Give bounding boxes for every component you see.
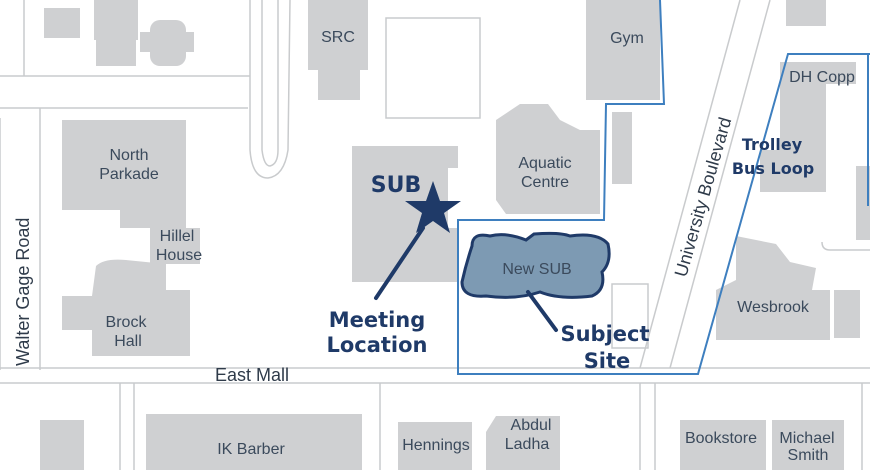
label-hall: Hall: [114, 333, 142, 350]
new-sub-highlight: [460, 231, 611, 299]
open-field: [385, 17, 481, 119]
label-parkade: Parkade: [99, 166, 159, 183]
callout-site: Site: [584, 349, 631, 373]
building-dh-copp: [760, 62, 856, 192]
building-aquatic-centre: [496, 104, 600, 214]
building-wesbrook: [716, 236, 830, 340]
building-src: [308, 0, 368, 100]
building-outline: [611, 283, 649, 349]
building-bookstore: [680, 420, 766, 470]
label-ladha: Ladha: [505, 436, 550, 453]
meeting-leader-line: [374, 226, 425, 300]
callout-subject: Subject: [560, 322, 649, 346]
building-michael-smith: [772, 420, 844, 470]
building: [96, 40, 136, 66]
label-gym: Gym: [610, 30, 644, 47]
building-brock-hall: [62, 259, 190, 356]
building-hillel-house: [150, 228, 200, 264]
road-edge: [639, 0, 741, 369]
label-bookstore: Bookstore: [685, 430, 757, 447]
label-ik-barber: IK Barber: [217, 441, 285, 458]
label-abdul: Abdul: [511, 417, 552, 434]
road-label-east-mall: East Mall: [215, 365, 289, 385]
label-north: North: [109, 147, 148, 164]
building-hennings: [398, 422, 472, 470]
road-edge: [821, 241, 831, 251]
building: [94, 0, 138, 40]
callout-location: Location: [326, 333, 427, 357]
star-icon: [405, 181, 461, 233]
subject-leader-line: [526, 290, 558, 332]
label-dh-copp: DH Copp: [789, 69, 855, 86]
building: [612, 112, 632, 184]
building: [44, 8, 80, 38]
label-brock: Brock: [106, 314, 148, 331]
building: [40, 420, 84, 470]
callout-sub: SUB: [371, 173, 421, 198]
label-smith: Smith: [788, 447, 829, 464]
label-michael: Michael: [779, 430, 834, 447]
building-north-parkade: [62, 120, 186, 228]
label-wesbrook: Wesbrook: [737, 299, 810, 316]
label-aquatic: Aquatic: [518, 155, 571, 172]
label-hennings: Hennings: [402, 437, 470, 454]
building-ik-barber: [146, 414, 362, 470]
building: [834, 290, 860, 338]
buildings: [40, 0, 870, 470]
road-edge: [669, 0, 771, 369]
road-edge: [249, 0, 291, 179]
building: [856, 166, 870, 240]
building: [786, 0, 826, 26]
label-centre: Centre: [521, 174, 569, 191]
building-abdul-ladha: [486, 416, 560, 470]
label-house: House: [156, 247, 202, 264]
callout-meeting: Meeting: [329, 308, 426, 332]
road-edge: [261, 0, 279, 167]
label-src: SRC: [321, 29, 355, 46]
callout-bus-loop: Bus Loop: [732, 159, 814, 178]
building-gym: [586, 0, 660, 100]
building: [140, 32, 194, 52]
callout-trolley: Trolley: [742, 135, 803, 154]
label-new-sub: New SUB: [502, 261, 571, 278]
road-label-walter-gage: Walter Gage Road: [13, 218, 33, 366]
building-sub: [352, 146, 458, 282]
subject-site-boundary: [457, 0, 870, 375]
label-hillel: Hillel: [160, 228, 195, 245]
